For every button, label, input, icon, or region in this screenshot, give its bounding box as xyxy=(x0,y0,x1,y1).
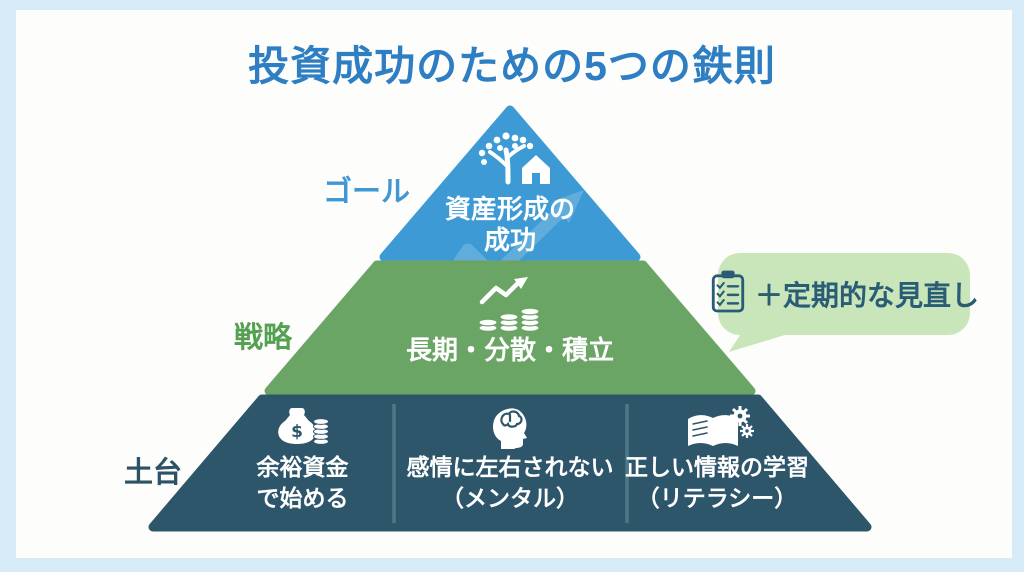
foundation-cell-mental-line2: （メンタル） xyxy=(441,485,579,511)
foundation-cell-funds: 余裕資金 で始める xyxy=(205,452,400,514)
goal-band-text-line1: 資産形成の xyxy=(444,194,575,224)
foundation-cell-funds-line2: で始める xyxy=(256,485,349,511)
foundation-cell-funds-line1: 余裕資金 xyxy=(256,454,349,480)
goal-side-label: ゴール xyxy=(322,176,410,208)
foundation-cell-literacy-line1: 正しい情報の学習 xyxy=(625,454,809,480)
goal-band-text-line2: 成功 xyxy=(483,225,536,255)
review-callout-text: ＋定期的な見直し xyxy=(755,280,980,311)
page-title: 投資成功のための5つの鉄則 xyxy=(248,43,776,89)
money-bag-icon: $ xyxy=(268,404,332,457)
strategy-band-text: 長期・分散・積立 xyxy=(405,335,614,365)
strategy-side-label: 戦略 xyxy=(233,322,292,354)
svg-text:$: $ xyxy=(291,422,303,442)
clipboard-checklist-icon xyxy=(709,269,747,320)
gear-small xyxy=(740,424,754,438)
coins-growth-icon xyxy=(476,276,544,339)
foundation-cell-mental-line1: 感情に左右されない xyxy=(406,454,614,480)
foundation-side-label: 土台 xyxy=(123,457,182,489)
foundation-cell-literacy: 正しい情報の学習 （リテラシー） xyxy=(612,452,822,514)
foundation-cell-mental: 感情に左右されない （メンタル） xyxy=(397,452,623,514)
foundation-cell-literacy-line2: （リテラシー） xyxy=(636,485,798,511)
book-gear-icon xyxy=(680,404,754,457)
growth-arrow-watermark xyxy=(429,190,584,262)
tree-house-icon xyxy=(470,124,554,191)
mind-icon xyxy=(486,402,534,455)
goal-band-text: 資産形成の 成功 xyxy=(400,194,620,256)
gear-large xyxy=(730,406,750,426)
review-callout: ＋定期的な見直し xyxy=(711,253,979,335)
